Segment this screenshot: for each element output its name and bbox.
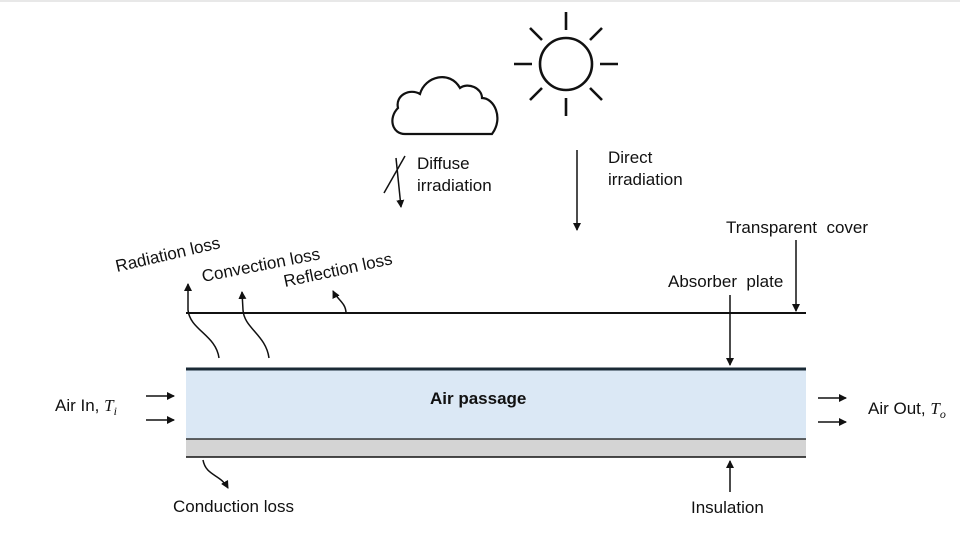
absorber-plate-label: Absorber plate: [668, 272, 783, 291]
conduction-loss-label: Conduction loss: [173, 497, 294, 516]
direct-label-line2: irradiation: [608, 170, 683, 189]
air-out-label: Air Out, To: [868, 399, 946, 421]
air-in-label: Air In, Ti: [55, 396, 117, 418]
cloud-icon: [391, 76, 499, 136]
reflection-loss-arrow: [332, 290, 347, 314]
sun-icon: [514, 12, 618, 116]
diffuse-irradiation-arrow: [383, 155, 406, 208]
direct-label-line1: Direct: [608, 148, 653, 167]
insulation-layer: [186, 439, 806, 457]
insulation-label: Insulation: [691, 498, 764, 517]
air-passage: [186, 369, 806, 439]
diffuse-label-line2: irradiation: [417, 176, 492, 195]
transparent-cover-label: Transparent cover: [726, 218, 868, 237]
diffuse-label-line1: Diffuse: [417, 154, 470, 173]
air-passage-label: Air passage: [430, 389, 526, 408]
convection-loss-arrow: [238, 291, 270, 359]
conduction-loss-arrow: [202, 459, 229, 489]
radiation-loss-arrow: [184, 283, 220, 359]
